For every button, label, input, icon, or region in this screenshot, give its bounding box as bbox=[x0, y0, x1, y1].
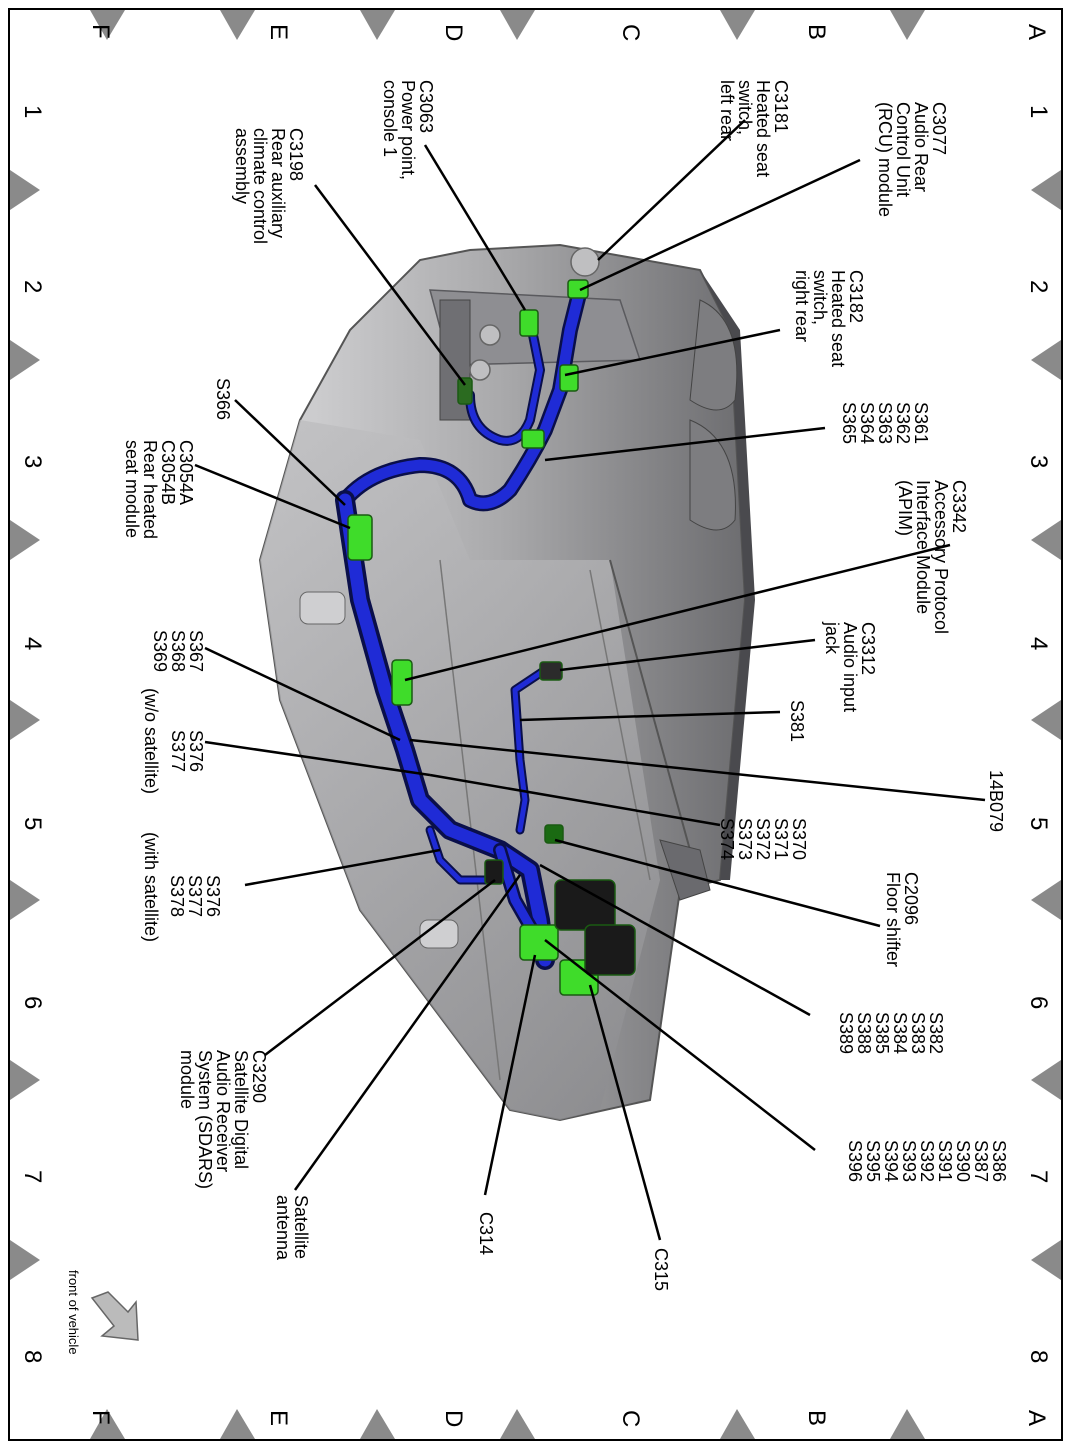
label-satellite-antenna: Satellite antenna bbox=[273, 1195, 311, 1261]
grid-col-8-left: 8 bbox=[19, 1350, 46, 1364]
grid-col-5-left: 5 bbox=[19, 817, 46, 831]
grid-row-c-bottom: C bbox=[617, 1410, 644, 1428]
label-c3182: C3182 Heated seat switch, right rear bbox=[792, 270, 866, 368]
grid-col-6-right: 6 bbox=[1025, 996, 1052, 1010]
label-c3198: C3198 Rear auxiliary climate control ass… bbox=[232, 128, 306, 245]
connectors bbox=[347, 279, 636, 996]
label-s361-s365: S361 S362 S363 S364 S365 bbox=[839, 402, 931, 445]
grid-row-e-bottom: E bbox=[265, 1410, 292, 1427]
label-without-satellite: (w/o satellite) bbox=[141, 688, 161, 795]
grid-col-4-right: 4 bbox=[1025, 637, 1052, 651]
grid-col-7-right: 7 bbox=[1025, 1170, 1052, 1184]
label-c3290: C3290 Satellite Digital Audio Receiver S… bbox=[177, 1050, 269, 1190]
label-c3342: C3342 Accessory Protocol Interface Modul… bbox=[895, 480, 969, 635]
label-s381: S381 bbox=[787, 700, 807, 743]
grid-row-a-top: A bbox=[1023, 24, 1050, 41]
label-14b079: 14B079 bbox=[986, 770, 1006, 833]
wire-harness bbox=[335, 282, 588, 970]
grid-col-3-left: 3 bbox=[19, 455, 46, 469]
grid-row-d-top: D bbox=[440, 24, 467, 42]
grid-col-3-right: 3 bbox=[1025, 455, 1052, 469]
grid-row-d-bottom: D bbox=[440, 1410, 467, 1428]
grid-col-5-right: 5 bbox=[1025, 817, 1052, 831]
grid-col-2-right: 2 bbox=[1025, 280, 1052, 294]
label-s376-s377: S376 S377 bbox=[168, 730, 206, 773]
label-s376-s378: S376 S377 S378 bbox=[167, 875, 223, 918]
grid-col-4-left: 4 bbox=[19, 637, 46, 651]
grid-row-f-bottom: F bbox=[87, 1410, 114, 1425]
label-s386-s396: S386 S387 S390 S391 S392 S393 S394 S395 … bbox=[845, 1140, 1009, 1183]
grid-row-e-top: E bbox=[265, 24, 292, 41]
label-s382-s389: S382 S383 S384 S385 S388 S389 bbox=[836, 1012, 946, 1055]
label-c3063: C3063 Power point, console 1 bbox=[380, 80, 436, 181]
label-with-satellite: (with satellite) bbox=[141, 832, 161, 943]
label-c3077: C3077 Audio Rear Control Unit (RCU) modu… bbox=[875, 102, 949, 218]
label-c315: C315 bbox=[651, 1248, 671, 1292]
label-s370-s374: S370 S371 S372 S373 S374 bbox=[717, 818, 809, 861]
label-c3181: C3181 Heated seat switch, left rear bbox=[717, 80, 791, 178]
grid-col-1-right: 1 bbox=[1025, 105, 1052, 119]
grid-row-a-bottom: A bbox=[1023, 1410, 1050, 1427]
grid-col-8-right: 8 bbox=[1025, 1350, 1052, 1364]
front-arrow-icon bbox=[90, 1291, 139, 1341]
console-body bbox=[258, 243, 755, 1122]
grid-col-1-left: 1 bbox=[19, 105, 46, 119]
grid-row-b-top: B bbox=[803, 24, 830, 41]
grid-col-7-left: 7 bbox=[19, 1170, 46, 1184]
label-s366: S366 bbox=[213, 378, 233, 421]
label-c3312: C3312 Audio input jack bbox=[822, 622, 878, 713]
label-front-of-vehicle: front of vehicle bbox=[66, 1270, 81, 1355]
leader-lines bbox=[194, 119, 986, 1241]
grid-col-2-left: 2 bbox=[19, 280, 46, 294]
grid-row-f-top: F bbox=[87, 24, 114, 39]
grid-row-c-top: C bbox=[617, 24, 644, 42]
label-c2096: C2096 Floor shifter bbox=[883, 872, 921, 968]
label-s367-s369: S367 S368 S369 bbox=[150, 630, 206, 673]
label-c314: C314 bbox=[476, 1212, 496, 1256]
grid-col-6-left: 6 bbox=[19, 996, 46, 1010]
grid-row-b-bottom: B bbox=[803, 1410, 830, 1427]
edge-markers bbox=[10, 10, 1061, 1439]
label-c3054: C3054A C3054B Rear heated seat module bbox=[122, 440, 196, 540]
